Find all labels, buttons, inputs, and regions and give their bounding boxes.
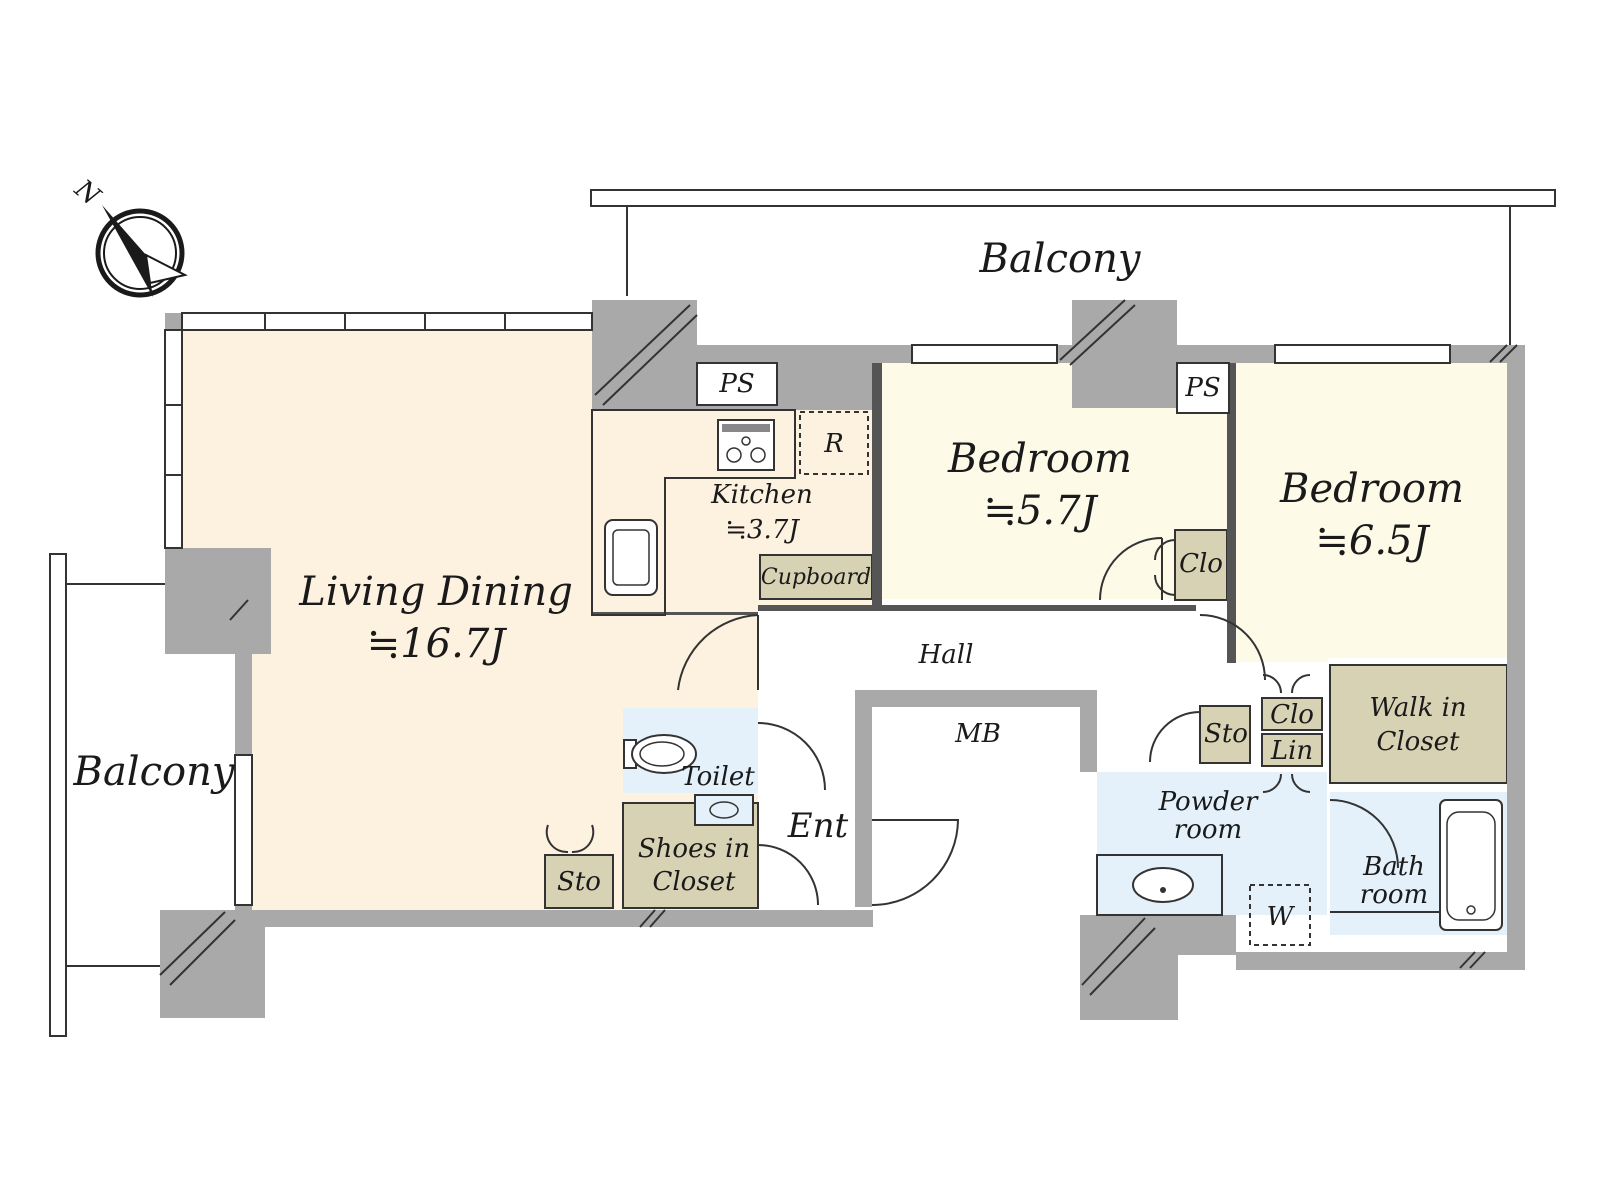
balcony-top-label: Balcony bbox=[979, 236, 1142, 282]
lin-label: Lin bbox=[1270, 736, 1313, 766]
wall-hatches bbox=[159, 299, 1518, 996]
lin-area bbox=[1261, 733, 1323, 767]
balcony-left bbox=[49, 553, 165, 1037]
washer-label: W bbox=[1267, 902, 1296, 932]
bathtub-icon bbox=[1439, 799, 1503, 931]
living-dining-area-label: ≒16.7J bbox=[367, 621, 508, 667]
walk-in-closet-area bbox=[1329, 664, 1508, 784]
powder-room-label-2: room bbox=[1174, 815, 1242, 845]
hall-area bbox=[758, 610, 1196, 690]
compass-rose: N bbox=[68, 173, 188, 298]
kitchen-label: Kitchen bbox=[710, 480, 813, 510]
toilet-label: Toilet bbox=[681, 762, 755, 792]
bedroom2-area bbox=[1236, 363, 1507, 662]
hall-label: Hall bbox=[918, 640, 974, 670]
ps-left-label: PS bbox=[718, 369, 754, 399]
walk-in-closet-label-1: Walk in bbox=[1369, 693, 1466, 723]
walk-in-closet-label-2: Closet bbox=[1376, 727, 1460, 757]
sto-living-label: Sto bbox=[557, 867, 601, 897]
kitchen-sink-icon bbox=[604, 519, 658, 596]
bedroom1-area-label: ≒5.7J bbox=[983, 488, 1098, 534]
cupboard-area bbox=[759, 554, 873, 600]
entrance-label: Ent bbox=[787, 806, 849, 846]
compass-needle-icon bbox=[102, 205, 153, 297]
living-dining-label: Living Dining bbox=[298, 569, 573, 615]
kitchen-area-label: ≒3.7J bbox=[725, 515, 800, 545]
bedroom1-label: Bedroom bbox=[947, 436, 1132, 482]
toilet-icon bbox=[623, 734, 697, 774]
sto-hall-label: Sto bbox=[1204, 719, 1248, 749]
bath-room-label-1: Bath bbox=[1362, 852, 1425, 882]
sto-hall-area bbox=[1199, 705, 1251, 764]
stove-icon bbox=[717, 419, 775, 471]
windows bbox=[164, 312, 1451, 906]
cupboard-label: Cupboard bbox=[761, 565, 871, 590]
clo-small-area bbox=[1261, 697, 1323, 731]
room-labels: Balcony Balcony Living Dining ≒16.7J PS … bbox=[73, 236, 1467, 932]
shoes-closet-label-2: Closet bbox=[652, 867, 736, 897]
mb-label: MB bbox=[954, 719, 1001, 749]
wash-basin-icon bbox=[1132, 867, 1194, 903]
living-dining-area bbox=[182, 330, 758, 910]
refrigerator-label: R bbox=[823, 429, 844, 459]
clo-bedroom1-label: Clo bbox=[1179, 549, 1223, 579]
shoes-closet-label-1: Shoes in bbox=[638, 834, 750, 864]
balcony-left-label: Balcony bbox=[73, 749, 236, 795]
doors bbox=[545, 537, 1399, 906]
hand-sink-icon bbox=[709, 801, 739, 819]
ps-right-label: PS bbox=[1184, 373, 1220, 403]
north-label: N bbox=[68, 173, 106, 212]
bath-room-label-2: room bbox=[1360, 880, 1428, 910]
bedroom2-label: Bedroom bbox=[1279, 466, 1464, 512]
balcony-top bbox=[590, 189, 1556, 345]
powder-room-label-1: Powder bbox=[1158, 787, 1259, 817]
clo-small-label: Clo bbox=[1270, 700, 1314, 730]
clo-bedroom1-area bbox=[1174, 529, 1228, 601]
sto-living-area bbox=[544, 854, 614, 909]
bedroom2-area-label: ≒6.5J bbox=[1315, 518, 1430, 564]
fixtures bbox=[591, 362, 1503, 946]
